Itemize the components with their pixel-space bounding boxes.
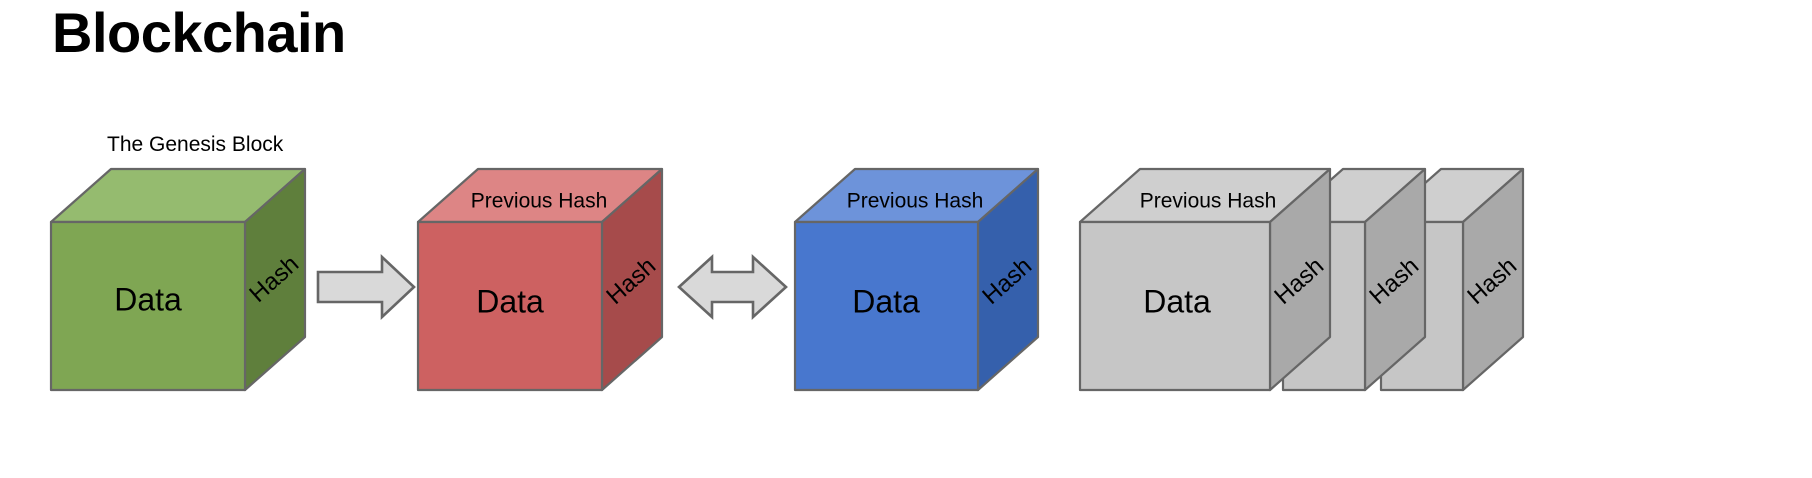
red-block-previous-hash-label: Previous Hash: [471, 190, 608, 213]
gray-block-1-front-face: [1078, 220, 1272, 392]
blue-block[interactable]: Previous Hash Data Hash: [793, 167, 1040, 392]
genesis-block-front-face: [49, 220, 247, 392]
page-title: Blockchain: [52, 1, 346, 64]
genesis-block-caption: The Genesis Block: [107, 133, 284, 156]
gray-block-1-previous-hash-label: Previous Hash: [1140, 190, 1277, 213]
red-block-front-face: [416, 220, 604, 392]
red-block-data-label: Data: [476, 283, 544, 319]
arrow-right-genesis-to-red[interactable]: [316, 253, 416, 321]
blue-block-data-label: Data: [852, 283, 920, 319]
arrow-right-shape: [316, 253, 416, 321]
gray-block-1-data-label: Data: [1143, 283, 1211, 319]
blue-block-previous-hash-label: Previous Hash: [847, 190, 984, 213]
gray-block-1[interactable]: Previous Hash Data Hash: [1078, 167, 1332, 392]
arrow-double-red-to-blue[interactable]: [677, 254, 788, 320]
arrow-double-shape: [677, 254, 788, 320]
genesis-block-data-label: Data: [114, 281, 182, 317]
genesis-block[interactable]: Data Hash: [49, 167, 307, 392]
red-block[interactable]: Previous Hash Data Hash: [416, 167, 664, 392]
blue-block-front-face: [793, 220, 980, 392]
